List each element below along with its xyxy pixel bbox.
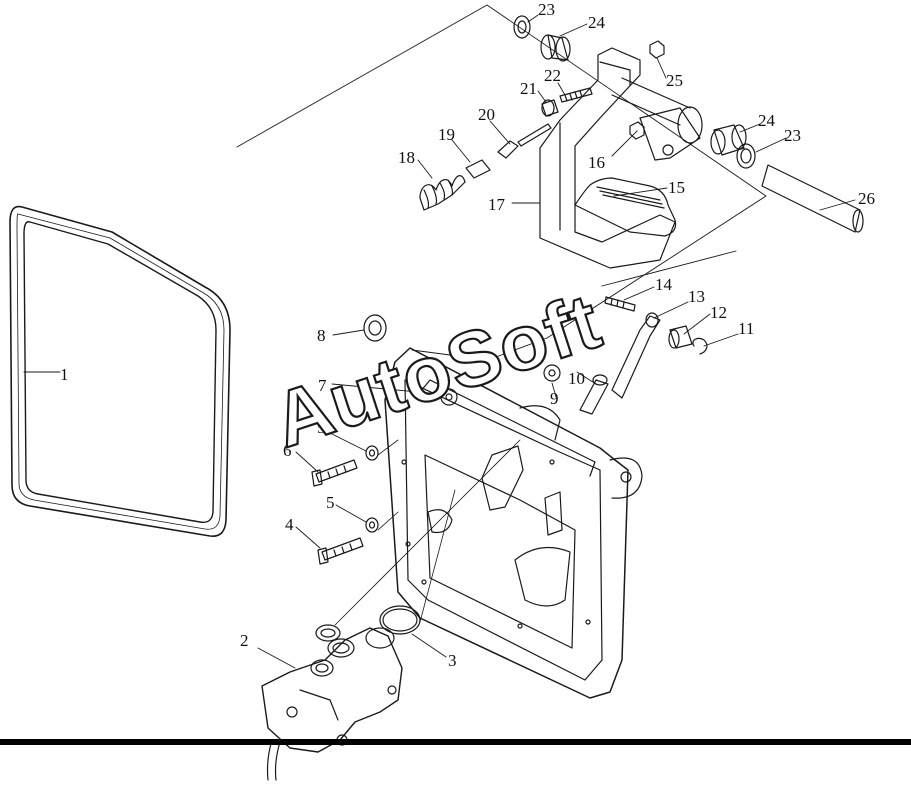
bearing-part-24-right xyxy=(710,124,747,156)
bolt-part-22 xyxy=(559,87,593,103)
callout-26: 26 xyxy=(858,189,875,208)
fitting-part-10 xyxy=(579,374,609,415)
valve-body-part-2 xyxy=(261,624,403,781)
autosoft-watermark: AutoSoft xyxy=(263,276,611,464)
washer-part-5-upper xyxy=(365,445,379,461)
o-ring-part-3 xyxy=(379,605,421,635)
callout-labels: 1 2 3 4 5 5 6 7 8 9 10 11 12 13 14 15 16… xyxy=(60,0,875,670)
callout-15: 15 xyxy=(668,178,685,197)
washer-part-5-lower xyxy=(365,517,379,533)
callout-10: 10 xyxy=(568,369,585,388)
callout-16: 16 xyxy=(588,153,605,172)
callout-24-right: 24 xyxy=(758,111,776,130)
callout-3: 3 xyxy=(448,651,457,670)
callout-18: 18 xyxy=(398,148,415,167)
callout-5-lower: 5 xyxy=(326,493,335,512)
callout-13: 13 xyxy=(688,287,705,306)
callout-20: 20 xyxy=(478,105,495,124)
callout-9: 9 xyxy=(550,389,559,408)
subassembly-outline xyxy=(236,4,767,339)
subassembly-frame xyxy=(411,337,548,361)
pedal-lever-part-17 xyxy=(539,47,676,269)
callout-23-right: 23 xyxy=(784,126,801,145)
pivot-sleeve xyxy=(639,106,703,161)
spring-part-18 xyxy=(419,175,466,211)
bushing-part-21 xyxy=(541,99,559,117)
callout-5-upper: 5 xyxy=(317,418,326,437)
bushing-part-12 xyxy=(668,325,693,349)
pedal-pad-part-15 xyxy=(574,177,677,237)
bottom-divider xyxy=(0,739,911,745)
spring-seat-part-19 xyxy=(465,159,491,179)
callout-17: 17 xyxy=(488,195,506,214)
clevis-part-13 xyxy=(611,312,661,399)
washer-part-23-upper xyxy=(513,15,531,39)
clip-part-11 xyxy=(692,337,708,355)
callout-11: 11 xyxy=(738,319,754,338)
bolt-part-6 xyxy=(311,459,358,487)
callout-6: 6 xyxy=(283,441,292,460)
callout-14: 14 xyxy=(655,275,673,294)
callout-19: 19 xyxy=(438,125,455,144)
gasket-ring-part-1 xyxy=(9,205,231,537)
callout-7: 7 xyxy=(318,376,327,395)
callout-25: 25 xyxy=(666,71,683,90)
bearing-part-24-upper xyxy=(540,34,571,62)
bolt-part-14 xyxy=(604,296,636,312)
callout-22: 22 xyxy=(544,66,561,85)
nut-part-16 xyxy=(629,121,645,140)
callout-21: 21 xyxy=(520,79,537,98)
callout-4: 4 xyxy=(285,515,294,534)
callout-24-upper: 24 xyxy=(588,13,606,32)
bolt-part-4 xyxy=(317,537,364,565)
nut-part-25 xyxy=(649,40,665,59)
callout-2: 2 xyxy=(240,631,249,650)
housing-cover-part-7 xyxy=(384,347,643,699)
callout-23-upper: 23 xyxy=(538,0,555,19)
pushrod-part-20 xyxy=(497,123,552,159)
washer-part-23-right xyxy=(736,143,756,169)
washer-part-8 xyxy=(363,314,387,342)
callout-8: 8 xyxy=(317,326,326,345)
callout-1: 1 xyxy=(60,365,69,384)
shaft-part-26 xyxy=(611,77,864,233)
leader-lines xyxy=(23,14,856,669)
callout-12: 12 xyxy=(710,303,727,322)
